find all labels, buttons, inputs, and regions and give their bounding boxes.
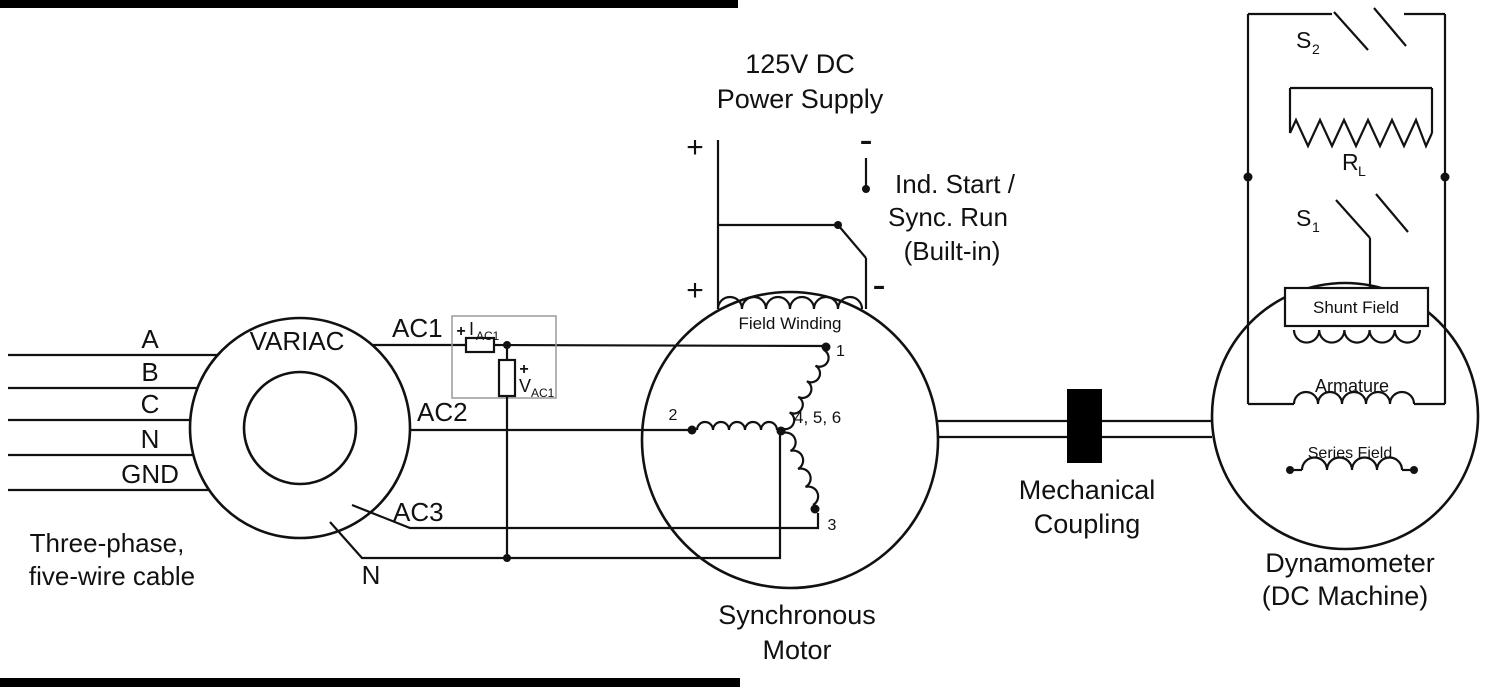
scan-bar-bottom bbox=[0, 678, 740, 687]
stator-coil-1 bbox=[780, 349, 830, 431]
switch-contact-dot-top bbox=[862, 185, 870, 193]
field-plus-sign: + bbox=[686, 274, 704, 307]
stator-coil-3 bbox=[782, 431, 820, 506]
s1-label: S bbox=[1296, 205, 1311, 231]
dc-supply-group: 125V DC Power Supply + - + - Ind. Start … bbox=[686, 49, 1016, 309]
field-winding-label: Field Winding bbox=[739, 314, 842, 333]
terminal-3-label: 3 bbox=[828, 517, 837, 534]
s1-label-subscript: 1 bbox=[1312, 219, 1320, 235]
shunt-field-coil bbox=[1292, 329, 1422, 344]
switch-blade bbox=[837, 224, 867, 259]
cable-caption-line1: Three-phase, bbox=[30, 528, 185, 558]
s2-switch-blade bbox=[1333, 11, 1369, 51]
meters-group: + I AC1 + V AC1 bbox=[451, 315, 557, 562]
ac3-wire bbox=[351, 503, 820, 530]
rl-label: R bbox=[1342, 149, 1359, 175]
variac-title: VARIAC bbox=[250, 326, 345, 356]
ac1-wire-right bbox=[493, 343, 827, 348]
ac3-label: AC3 bbox=[393, 497, 444, 527]
wire-a-label: A bbox=[141, 324, 159, 354]
variac-n-label: N bbox=[362, 560, 381, 590]
switch-caption-line3: (Built-in) bbox=[904, 236, 1001, 266]
stator-coil-2 bbox=[695, 420, 779, 431]
armature-coil bbox=[1292, 390, 1416, 405]
motor-group: Field Winding 1 2 3 4, 5, 6 Synchronous … bbox=[669, 295, 876, 665]
wire-b-label: B bbox=[141, 357, 158, 387]
wire-n-label: N bbox=[141, 424, 160, 454]
star-point-label: 4, 5, 6 bbox=[794, 408, 841, 427]
wire-gnd-label: GND bbox=[121, 459, 179, 489]
voltmeter-subscript: AC1 bbox=[531, 386, 555, 400]
coupling-caption-line1: Mechanical bbox=[1019, 475, 1156, 505]
dc-plus-terminal: + bbox=[686, 131, 704, 164]
terminal-2-label: 2 bbox=[669, 407, 678, 424]
rl-label-subscript: L bbox=[1358, 163, 1366, 179]
s1-switch-jaw bbox=[1375, 193, 1409, 233]
ammeter-symbol: I bbox=[469, 319, 474, 339]
s2-switch-jaw bbox=[1373, 7, 1407, 47]
star-point-dot bbox=[776, 426, 786, 436]
voltmeter-body bbox=[497, 358, 517, 398]
dyno-caption-line1: Dynamometer bbox=[1265, 548, 1435, 578]
load-resistor-zigzag bbox=[1289, 117, 1433, 149]
series-field-coil bbox=[1300, 456, 1404, 471]
terminal-1-label: 1 bbox=[836, 343, 845, 360]
dc-supply-title-line1: 125V DC bbox=[745, 49, 855, 79]
coupling-caption-line2: Coupling bbox=[1034, 509, 1141, 539]
field-minus-sign: - bbox=[872, 263, 885, 307]
series-field-label: Series Field bbox=[1308, 445, 1392, 462]
switch-caption-line2: Sync. Run bbox=[888, 202, 1008, 232]
motor-caption-line1: Synchronous bbox=[718, 600, 876, 630]
scan-bar-top bbox=[0, 0, 738, 8]
variac-group: VARIAC AC1 AC2 AC3 N bbox=[250, 313, 468, 590]
neutral-wire bbox=[329, 431, 782, 560]
coupling-block bbox=[1067, 389, 1102, 463]
voltmeter-bottom-junction-dot bbox=[503, 554, 511, 562]
voltmeter-symbol: V bbox=[519, 376, 531, 396]
voltmeter-plus-sign: + bbox=[519, 361, 528, 378]
ammeter-plus-sign: + bbox=[456, 323, 465, 340]
dc-supply-title-line2: Power Supply bbox=[717, 84, 884, 114]
shunt-field-box bbox=[1283, 286, 1430, 328]
shunt-field-label: Shunt Field bbox=[1313, 298, 1399, 317]
s2-label-subscript: 2 bbox=[1312, 41, 1320, 57]
coupling-group: Mechanical Coupling bbox=[938, 389, 1212, 539]
terminal-2-dot bbox=[687, 425, 697, 435]
dyno-caption-line2: (DC Machine) bbox=[1262, 581, 1429, 611]
motor-caption-line2: Motor bbox=[762, 635, 831, 665]
meter-boundary-box bbox=[451, 315, 557, 399]
motor-circle bbox=[640, 290, 940, 590]
right-rail-junction-dot bbox=[1440, 172, 1450, 182]
armature-label: Armature bbox=[1315, 376, 1389, 396]
ammeter-body bbox=[464, 336, 496, 354]
ac-wiring-group bbox=[329, 343, 827, 560]
dc-minus-terminal: - bbox=[859, 118, 872, 162]
field-winding-coil bbox=[716, 295, 864, 310]
cable-group: A B C N GND Three-phase, five-wire cable bbox=[8, 324, 218, 591]
switch-caption-line1: Ind. Start / bbox=[895, 169, 1016, 199]
terminal-1-dot bbox=[821, 342, 831, 352]
ac2-label: AC2 bbox=[417, 397, 468, 427]
left-rail-junction-dot bbox=[1243, 172, 1253, 182]
wire-c-label: C bbox=[141, 389, 160, 419]
terminal-3-dot bbox=[810, 504, 820, 514]
variac-inner-circle bbox=[242, 370, 358, 486]
dynamometer-group: S 2 R L S 1 Shunt Field Armature Series … bbox=[1243, 7, 1450, 611]
ac1-label: AC1 bbox=[392, 313, 443, 343]
cable-caption-line2: five-wire cable bbox=[29, 561, 195, 591]
s1-switch-blade bbox=[1335, 199, 1371, 239]
s2-label: S bbox=[1296, 27, 1311, 53]
dynamometer-circle bbox=[1210, 281, 1480, 551]
ammeter-subscript: AC1 bbox=[476, 329, 500, 343]
voltmeter-top-junction-dot bbox=[503, 341, 511, 349]
